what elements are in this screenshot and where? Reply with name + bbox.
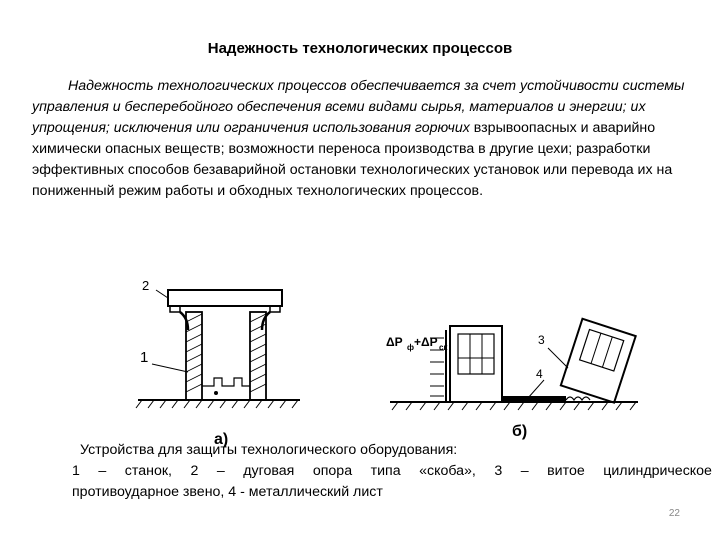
body-paragraph: Надежность технологических процессов обе… (32, 76, 694, 202)
figure-a-callout-1: 1 (140, 349, 148, 366)
caption-line-1: Устройства для защиты технологического о… (80, 442, 458, 458)
caption-word: – (98, 463, 107, 479)
figure-b-formula-sub-sk: ск (439, 343, 448, 352)
caption-word: – (520, 463, 529, 479)
paragraph-italic-part: Надежность технологических процессов обе… (32, 78, 685, 136)
caption-word: станок, (124, 463, 172, 479)
caption-word: 1 (72, 463, 80, 479)
figure-b-sublabel: б) (512, 423, 527, 440)
caption-word: витое (547, 463, 585, 479)
caption-word: «скоба», (419, 463, 476, 479)
figure-b-formula-plus-dp: +ΔP (414, 335, 438, 349)
page-title: Надежность технологических процессов (207, 40, 513, 57)
caption-word: опора (312, 463, 353, 479)
figure-caption: Устройства для защиты технологического о… (72, 440, 712, 503)
figure-a-callout-2: 2 (142, 278, 149, 293)
caption-word: дуговая (243, 463, 295, 479)
caption-line-3: противоударное звено, 4 - металлический … (72, 484, 383, 500)
caption-word: – (216, 463, 225, 479)
caption-word: типа (370, 463, 401, 479)
figure-b-formula-sub-f: ф (407, 343, 414, 352)
paragraph-regular-part: взрывоопасных и аварийно химически опасн… (32, 120, 673, 199)
figure-a-sublabel: а) (214, 431, 228, 448)
caption-line-2: 1 – станок, 2 – дуговая опора типа «скоба», 3 – вит… (72, 461, 712, 482)
figure-a-machine (135, 289, 300, 409)
caption-word: цилиндрическое (603, 463, 712, 479)
figure-b-protected-equipment (390, 317, 638, 411)
caption-word: 3 (494, 463, 503, 479)
equipment-protection-figure: 2 1 а) ΔP ф +ΔP ск 3 4 б) (135, 278, 638, 448)
figure-b-callout-4: 4 (536, 367, 543, 381)
page-number: 22 (668, 508, 680, 519)
caption-word: 2 (190, 463, 199, 479)
figure-b-formula-dp: ΔP (386, 335, 403, 349)
figure-b-callout-3: 3 (538, 333, 545, 347)
